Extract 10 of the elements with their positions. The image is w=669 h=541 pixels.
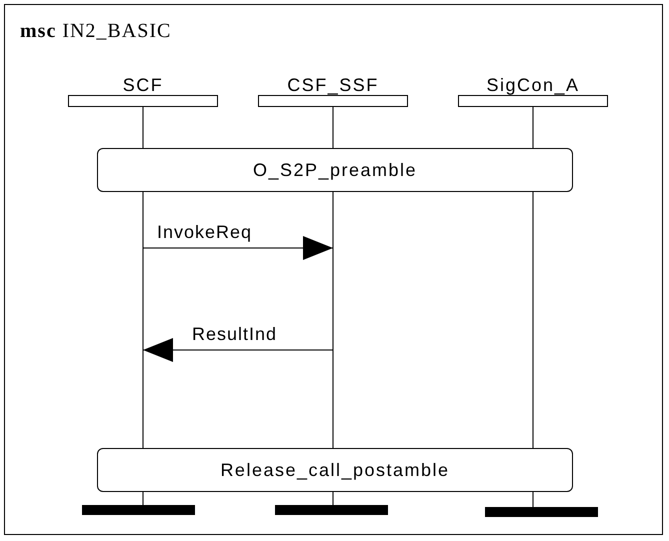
diagram-title: msc IN2_BASIC (20, 20, 172, 43)
instance-name: CSF_SSF (287, 75, 379, 95)
message-arrow (142, 338, 334, 362)
instance-name: SigCon_A (486, 75, 580, 95)
reference-name: Release_call_postamble (220, 460, 450, 480)
message-arrow (142, 236, 334, 260)
reference-box (97, 448, 573, 492)
reference-name: O_S2P_preamble (252, 160, 418, 180)
reference-box (97, 148, 573, 192)
instance-name: SCF (122, 75, 164, 95)
